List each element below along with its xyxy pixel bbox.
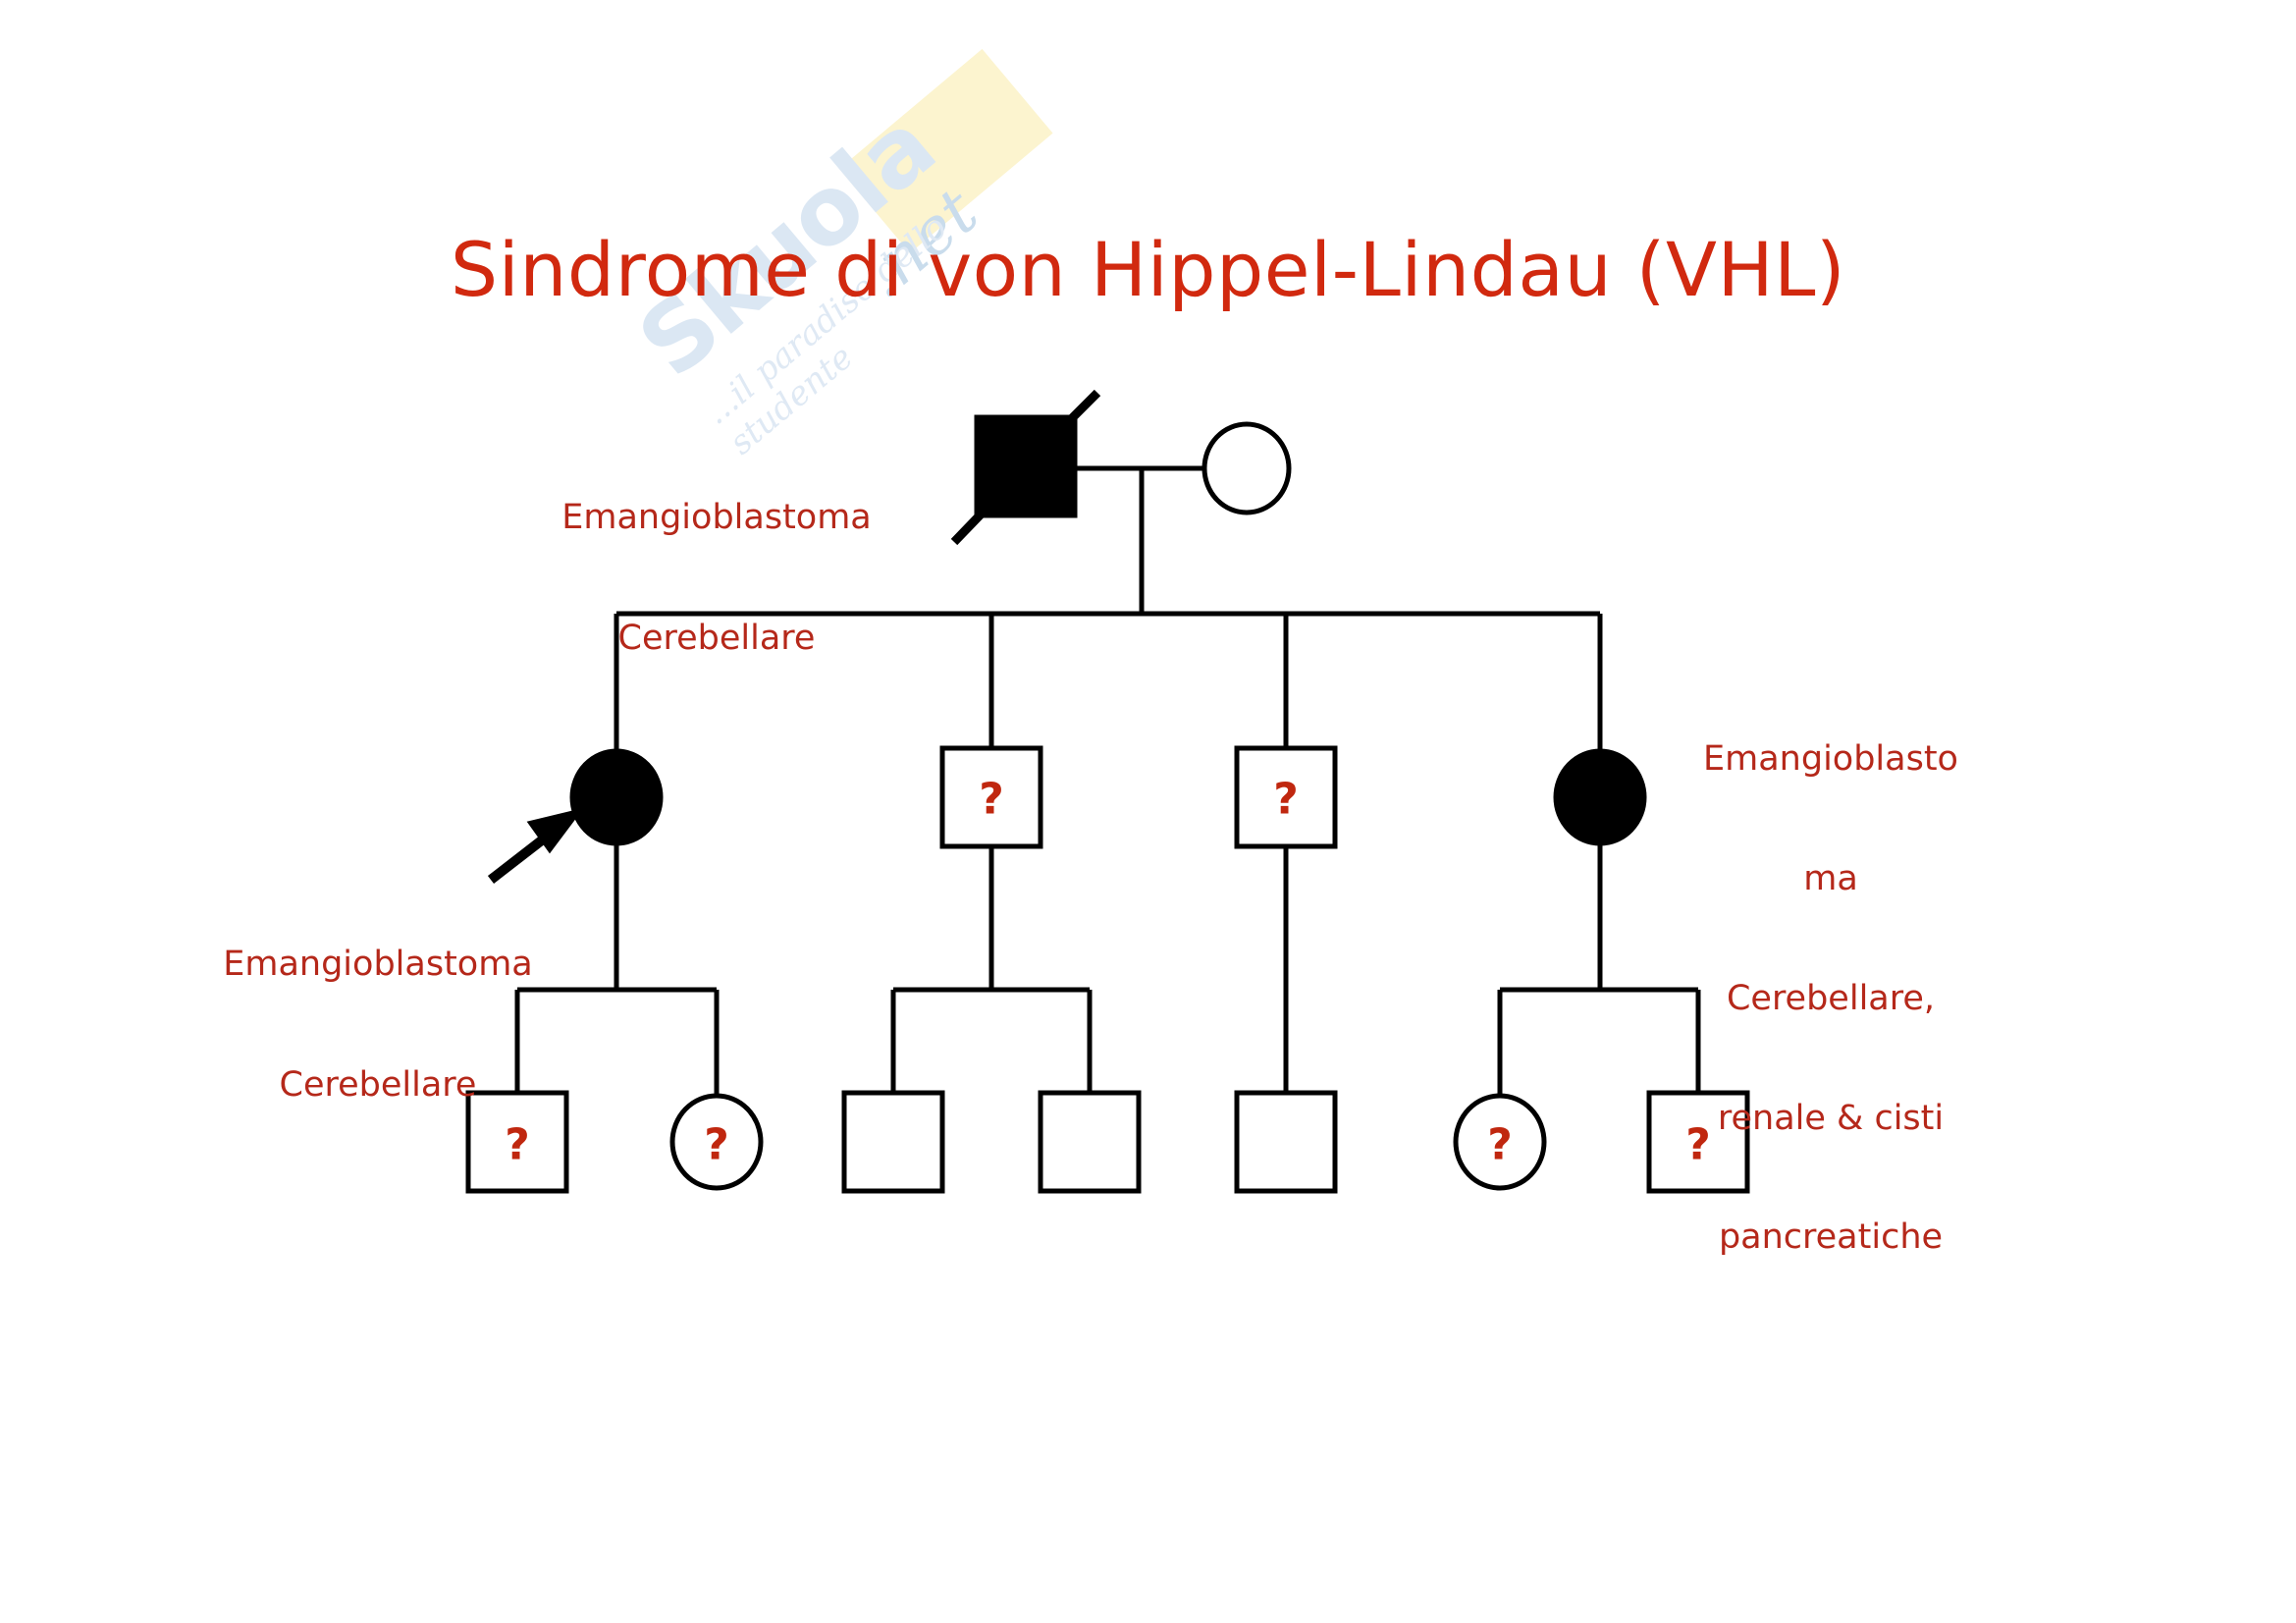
symbol-III-7-unknown-male-square <box>1646 1090 1750 1194</box>
proband-arrow-head <box>526 807 584 854</box>
annotation-right-line-2: ma <box>1803 858 1858 898</box>
symbol-III-3-unaffected-male-square <box>841 1090 945 1194</box>
status-unknown-marker-III-1: ? <box>505 1119 530 1170</box>
annotation-proband-line-2: Cerebellare <box>279 1064 477 1105</box>
annotation-proband-diagnosis: Emangioblastoma Cerebellare <box>167 864 589 1186</box>
annotation-father-line-1: Emangioblastoma <box>561 497 872 537</box>
status-unknown-marker-II-2: ? <box>979 774 1004 825</box>
symbol-I-2-unaffected-female-circle <box>1201 421 1292 515</box>
status-unknown-marker-III-2: ? <box>704 1119 729 1170</box>
annotation-father-diagnosis: Emangioblastoma Cerebellare <box>510 417 923 739</box>
annotation-right-line-1: Emangioblasto <box>1703 739 1958 780</box>
symbol-II-4-affected-female-circle <box>1553 748 1647 846</box>
status-unknown-marker-III-6: ? <box>1487 1119 1513 1170</box>
symbol-III-5-unaffected-male-square <box>1234 1090 1338 1194</box>
symbol-II-2-unknown-male-square <box>939 745 1043 849</box>
annotation-right-line-4: renale & cisti <box>1717 1098 1945 1138</box>
symbol-III-4-unaffected-male-square <box>1038 1090 1142 1194</box>
deceased-slash-I-1-lower <box>950 487 1007 546</box>
deceased-slash-I-1-upper <box>1044 389 1101 446</box>
annotation-right-line-5: pancreatiche <box>1718 1217 1944 1258</box>
slide-title: Sindrome di von Hippel-Lindau (VHL) <box>450 226 1846 313</box>
symbol-III-2-unknown-female-circle <box>669 1093 764 1191</box>
annotation-right-line-3: Cerebellare, <box>1726 978 1936 1018</box>
annotation-proband-line-1: Emangioblastoma <box>223 944 533 984</box>
symbol-II-1-affected-female-circle <box>569 748 664 846</box>
symbol-II-3-unknown-male-square <box>1234 745 1338 849</box>
symbol-III-1-unknown-male-square <box>465 1090 569 1194</box>
annotation-father-line-2: Cerebellare <box>617 618 816 658</box>
annotation-right-daughter-diagnosis: Emangioblasto ma Cerebellare, renale & c… <box>1669 660 1993 1337</box>
status-unknown-marker-III-7: ? <box>1685 1119 1711 1170</box>
symbol-III-6-unknown-female-circle <box>1453 1093 1547 1191</box>
status-unknown-marker-II-3: ? <box>1273 774 1299 825</box>
